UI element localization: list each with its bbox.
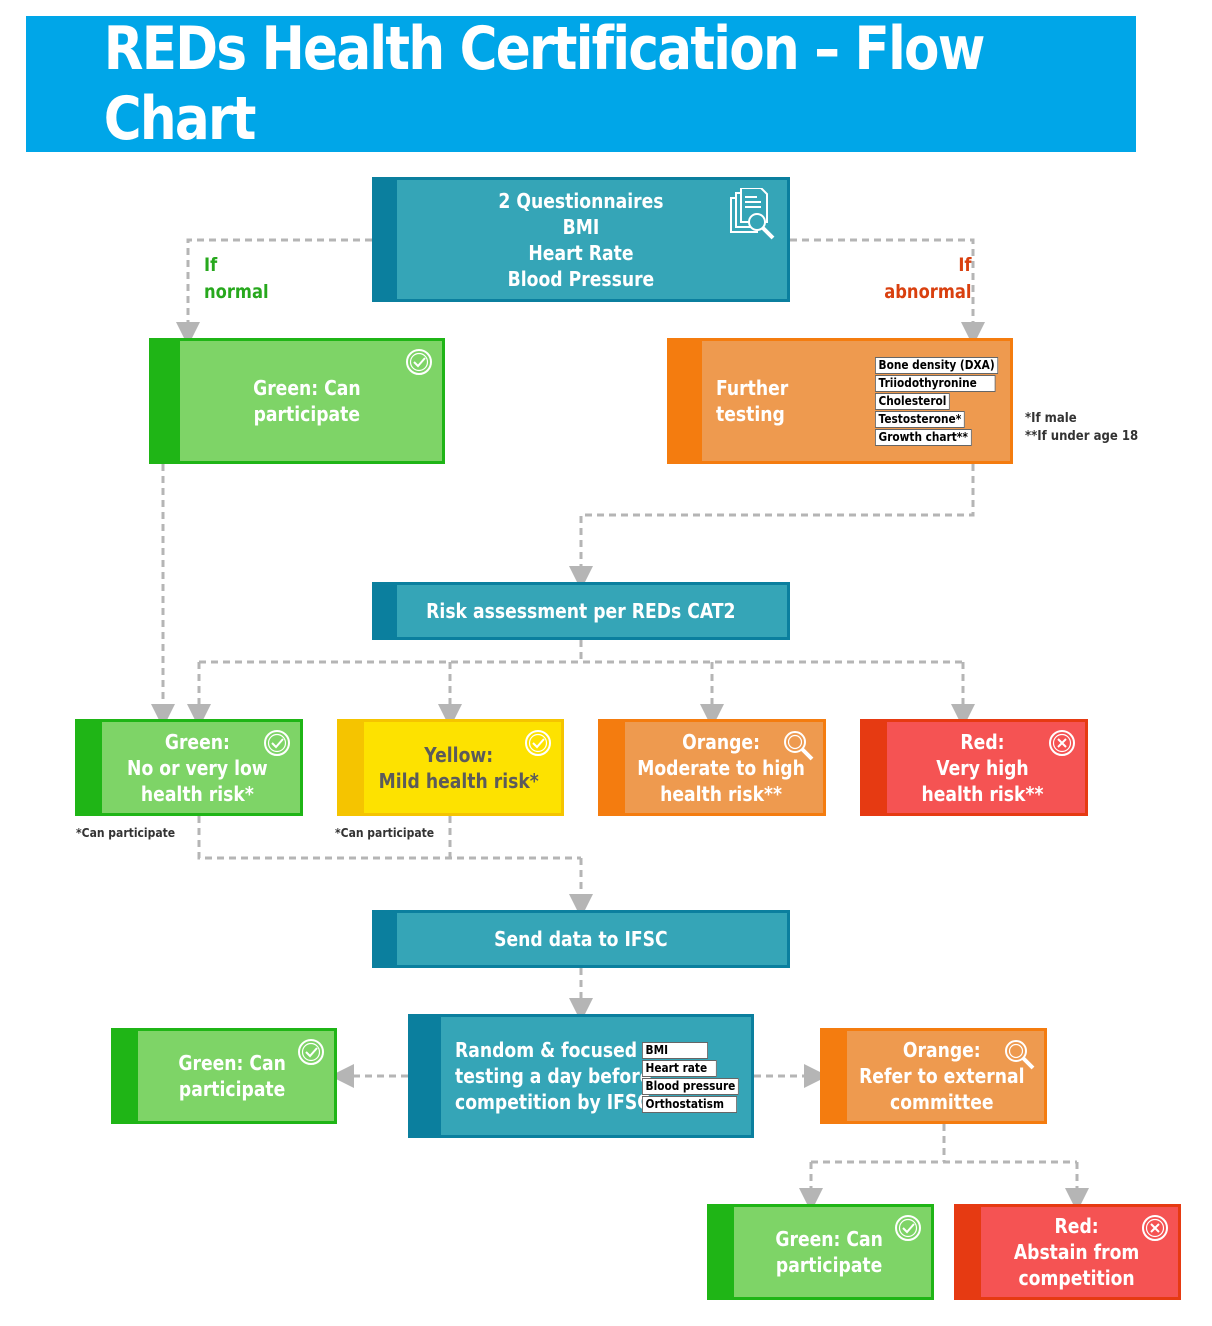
further-test-item: Testosterone* <box>875 411 965 428</box>
if-abnormal-label: If abnormal <box>884 254 972 303</box>
check-circle-icon <box>262 728 292 764</box>
orange-refer-text: Orange: Refer to external committee <box>859 1038 1025 1114</box>
connector-green-risk-down <box>197 816 581 860</box>
risk-yellow-box: Yellow: Mild health risk* <box>337 719 564 816</box>
connector-to-green-top <box>176 238 372 346</box>
if-normal-label: If normal <box>204 254 269 303</box>
page-title: REDs Health Certification – Flow Chart <box>103 14 986 154</box>
risk-yellow-text: Yellow: Mild health risk* <box>379 742 540 793</box>
check-circle-icon <box>296 1037 326 1073</box>
risk-green-box: Green: No or very low health risk* <box>75 719 303 816</box>
box-stripe <box>340 722 364 813</box>
x-circle-icon <box>1047 728 1077 764</box>
random-test-item: Blood pressure <box>642 1078 739 1095</box>
document-search-icon <box>727 187 777 248</box>
send-data-text: Send data to IFSC <box>494 927 668 951</box>
box-stripe <box>601 722 625 813</box>
box-stripe <box>114 1031 138 1121</box>
start-box: 2 Questionnaires BMI Heart Rate Blood Pr… <box>372 177 790 302</box>
magnifier-icon <box>1002 1037 1036 1077</box>
further-test-item: Bone density (DXA) <box>875 357 999 374</box>
orange-refer-box: Orange: Refer to external committee <box>820 1028 1047 1124</box>
further-test-item: Growth chart** <box>875 429 972 446</box>
risk-assessment-text: Risk assessment per REDs CAT2 <box>426 599 736 623</box>
green-bottom-left-text: Green: Can participate <box>178 1051 287 1101</box>
green-final-box: Green: Can participate <box>707 1204 934 1300</box>
further-test-item: Triiodothyronine <box>875 375 996 392</box>
box-stripe <box>823 1031 847 1121</box>
send-data-box: Send data to IFSC <box>372 910 790 968</box>
risk-red-text: Red: Very high health risk** <box>921 729 1044 806</box>
box-stripe <box>411 1017 441 1135</box>
box-stripe <box>152 341 180 461</box>
connector-to-further-testing <box>790 238 985 346</box>
box-stripe <box>375 585 397 637</box>
random-test-item: BMI <box>642 1042 708 1059</box>
box-stripe <box>375 913 397 965</box>
random-testing-text: Random & focused testing a day before co… <box>455 1038 652 1114</box>
green-final-text: Green: Can participate <box>775 1227 883 1277</box>
risk-orange-text: Orange: Moderate to high health risk** <box>636 729 805 806</box>
check-circle-icon <box>893 1213 923 1249</box>
red-final-text: Red: Abstain from competition <box>1013 1214 1139 1290</box>
risk-yellow-note: *Can participate <box>335 826 435 840</box>
green-bottom-left-box: Green: Can participate <box>111 1028 337 1124</box>
further-test-item: Cholesterol <box>875 393 950 410</box>
check-circle-icon <box>523 728 553 764</box>
risk-orange-box: Orange: Moderate to high health risk** <box>598 719 826 816</box>
box-stripe <box>957 1207 981 1297</box>
risk-green-note: *Can participate <box>76 826 176 840</box>
further-testing-text: Further testing <box>716 376 789 426</box>
box-stripe <box>710 1207 734 1297</box>
red-final-box: Red: Abstain from competition <box>954 1204 1181 1300</box>
start-box-text: 2 Questionnaires BMI Heart Rate Blood Pr… <box>498 188 664 291</box>
box-stripe <box>670 341 702 461</box>
box-stripe <box>78 722 102 813</box>
title-banner: REDs Health Certification – Flow Chart <box>26 14 1136 154</box>
random-test-item: Heart rate <box>642 1060 717 1077</box>
risk-assessment-box: Risk assessment per REDs CAT2 <box>372 582 790 640</box>
risk-red-box: Red: Very high health risk** <box>860 719 1088 816</box>
box-stripe <box>863 722 887 813</box>
risk-green-text: Green: No or very low health risk* <box>127 729 268 806</box>
check-circle-icon <box>404 347 434 383</box>
green-top-text: Green: Can participate <box>253 376 362 426</box>
x-circle-icon <box>1140 1213 1170 1249</box>
green-can-participate-box: Green: Can participate <box>149 338 445 464</box>
connector-further-to-risk <box>569 464 975 590</box>
further-testing-footnote: *If male **If under age 18 <box>1025 411 1139 444</box>
magnifier-icon <box>781 728 815 768</box>
random-test-item: Orthostatism <box>642 1096 738 1113</box>
box-stripe <box>375 180 397 299</box>
